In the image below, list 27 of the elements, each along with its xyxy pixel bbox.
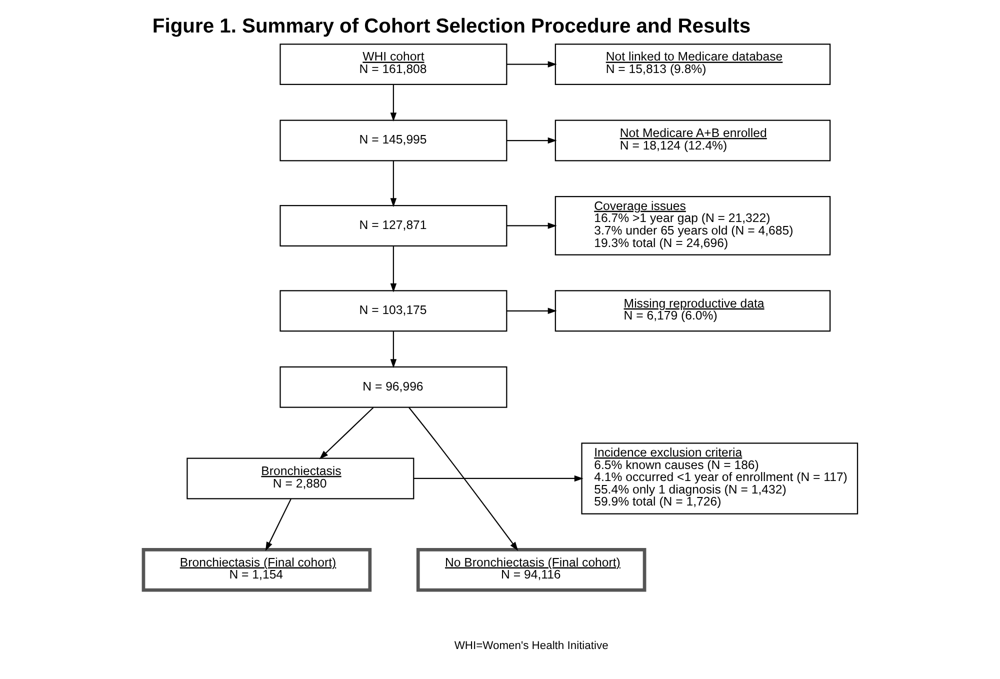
- node-box: Not linked to Medicare database N = 15,813 (9.8%): [554, 44, 830, 86]
- diagram-title: Figure 1. Summary of Cohort Selection Procedure and Results: [152, 15, 750, 38]
- arrow: [506, 61, 556, 68]
- arrow: [390, 246, 396, 292]
- node-box: WHI cohort N = 161,808: [279, 44, 507, 86]
- node-box: N = 127,871: [279, 205, 507, 246]
- arrow: [408, 407, 518, 551]
- node-box: Bronchiectasis N = 2,880: [186, 458, 414, 500]
- arrow: [264, 498, 291, 551]
- node-box: Incidence exclusion criteria 6.5% known causes (N = 186) 4.1% occurred <1 year of enrollment (N = 117) 55.4% only 1 diagnosis (N = 1,432) 59.9% total (N = 1,726): [580, 442, 858, 514]
- arrow: [390, 331, 396, 368]
- label: WHI=Women's Health Initiative: [454, 640, 608, 652]
- arrow: [506, 137, 556, 144]
- node-box: Not Medicare A+B enrolled N = 18,124 (12.4%): [554, 120, 830, 162]
- node-box: N = 103,175: [279, 290, 507, 332]
- arrow: [506, 308, 556, 314]
- arrow: [390, 160, 396, 208]
- node-box: Missing reproductive data N = 6,179 (6.0%): [554, 290, 830, 332]
- arrow: [413, 475, 583, 482]
- arrow: [506, 222, 556, 229]
- arrow: [318, 407, 374, 460]
- node-box: N = 96,996: [279, 366, 507, 408]
- arrow: [390, 84, 396, 122]
- node-box: Coverage issues 16.7% >1 year gap (N = 21,322) 3.7% under 65 years old (N = 4,685) 19.3% total (N = 24,696): [554, 196, 830, 256]
- node-box: N = 145,995: [279, 120, 507, 162]
- node-box: Bronchiectasis (Final cohort) N = 1,154: [141, 548, 372, 592]
- node-box: No Bronchiectasis (Final cohort) N = 94,116: [416, 548, 646, 592]
